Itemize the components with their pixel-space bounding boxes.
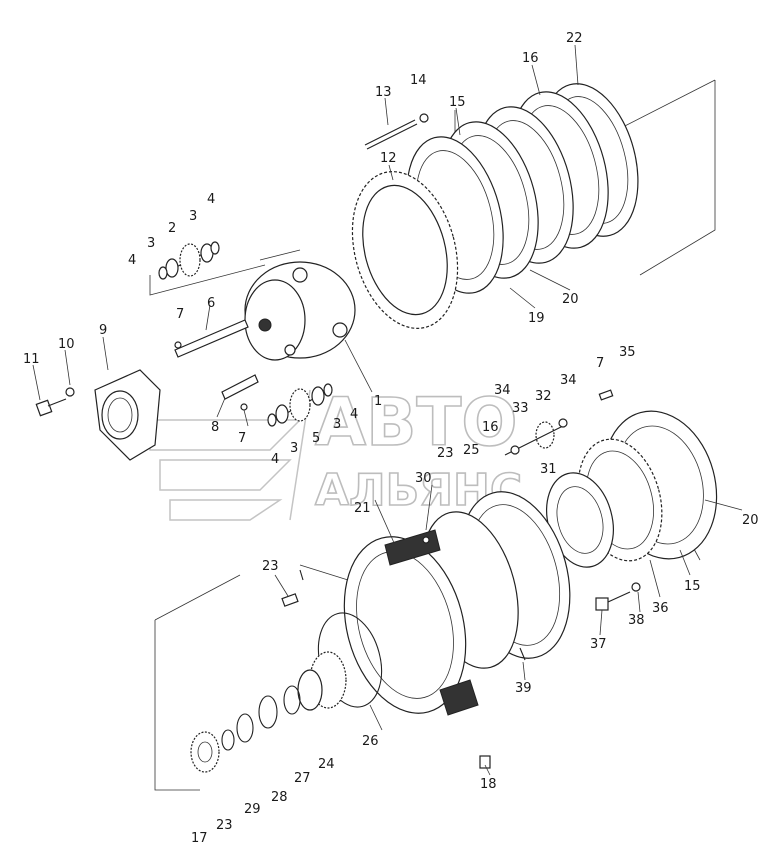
gear-assembly-31-34	[504, 418, 568, 456]
label-17-top: 22	[566, 31, 583, 46]
ring-28	[221, 729, 235, 751]
label-3-top-left: 3	[147, 236, 155, 251]
label-4-lower-right: 4	[350, 407, 358, 422]
label-30: 30	[415, 471, 432, 486]
ball-7-upper	[174, 341, 182, 349]
label-15-right: 15	[684, 579, 701, 594]
disc-pack-lower	[546, 410, 718, 568]
label-1: 1	[374, 394, 382, 409]
ball-7-lower	[240, 403, 248, 411]
fitting-18	[479, 755, 491, 769]
label-33: 33	[512, 401, 529, 416]
pin-13	[364, 119, 418, 150]
carrier-face	[244, 279, 306, 361]
output-gear-24	[297, 651, 347, 711]
disc-pack-upper	[406, 83, 639, 294]
washer-38	[631, 582, 641, 592]
plug-22	[281, 593, 299, 607]
label-34-right: 34	[560, 373, 577, 388]
label-10: 10	[58, 337, 75, 352]
label-2: 2	[168, 221, 176, 236]
ring-gear-12	[351, 171, 459, 329]
label-7-upper: 7	[176, 307, 184, 322]
cover-9	[94, 369, 161, 461]
label-4-top-left: 4	[128, 253, 136, 268]
label-15-top: 15	[449, 95, 466, 110]
label-34-left: 34	[494, 383, 511, 398]
label-38: 38	[628, 613, 645, 628]
planet-carrier-1	[244, 261, 356, 361]
label-16-top: 16	[522, 51, 539, 66]
label-32: 32	[535, 389, 552, 404]
plug-22-upper	[299, 569, 304, 581]
label-12: 12	[380, 151, 397, 166]
label-23-top: 25	[463, 443, 480, 458]
leader-lines	[32, 44, 743, 776]
nut-14	[419, 113, 429, 123]
bolt-37	[595, 591, 631, 611]
label-29: 17	[191, 831, 208, 846]
label-27: 29	[244, 802, 261, 817]
ring-25	[283, 685, 301, 715]
label-25: 27	[294, 771, 311, 786]
label-3-lower-right: 3	[333, 417, 341, 432]
label-23-bottom: 26	[362, 734, 379, 749]
ring-26	[258, 695, 278, 729]
label-13: 13	[375, 85, 392, 100]
label-11: 11	[23, 352, 40, 367]
label-4-lower-left: 4	[271, 452, 279, 467]
ring-27	[236, 713, 254, 743]
plug-30	[422, 536, 430, 544]
label-26: 28	[271, 790, 288, 805]
watermark-line1: АВТО	[315, 384, 518, 461]
key-35	[598, 389, 614, 401]
axle-6	[174, 319, 249, 358]
pin-8	[221, 374, 259, 400]
bearing-29	[190, 731, 220, 773]
label-36: 36	[652, 601, 669, 616]
label-7-lower: 7	[238, 431, 246, 446]
label-7-right: 7	[596, 356, 604, 371]
label-5: 5	[312, 431, 320, 446]
label-39: 39	[515, 681, 532, 696]
label-14: 14	[410, 73, 427, 88]
label-24: 24	[318, 757, 335, 772]
pin-39	[519, 647, 526, 661]
label-9: 9	[99, 323, 107, 338]
label-20-right: 20	[742, 513, 759, 528]
label-18: 18	[480, 777, 497, 792]
label-31: 31	[540, 462, 557, 477]
label-17-mid: 23	[437, 446, 454, 461]
label-3-top-right: 3	[189, 209, 197, 224]
brake-drum-21	[343, 529, 479, 716]
label-20-top: 20	[562, 292, 579, 307]
washer-10	[65, 387, 75, 397]
planet-gear-assembly-top	[158, 241, 220, 280]
label-19: 19	[528, 311, 545, 326]
label-6: 6	[207, 296, 215, 311]
label-16-mid: 16	[482, 420, 499, 435]
label-8: 8	[211, 420, 219, 435]
clutch-pistons	[421, 491, 571, 669]
planet-gear-assembly-lower	[267, 383, 333, 427]
part-number-labels: 22 16 15 14 13 12 20 19 1 4 3 2 3 4 6 7 …	[23, 31, 759, 846]
label-28: 23	[216, 818, 233, 833]
label-3-lower-left: 3	[290, 441, 298, 456]
bolt-11	[35, 398, 67, 417]
label-21: 21	[354, 501, 371, 516]
label-35: 35	[619, 345, 636, 360]
label-37: 37	[590, 637, 607, 652]
label-4-top-right: 4	[207, 192, 215, 207]
label-22: 23	[262, 559, 279, 574]
